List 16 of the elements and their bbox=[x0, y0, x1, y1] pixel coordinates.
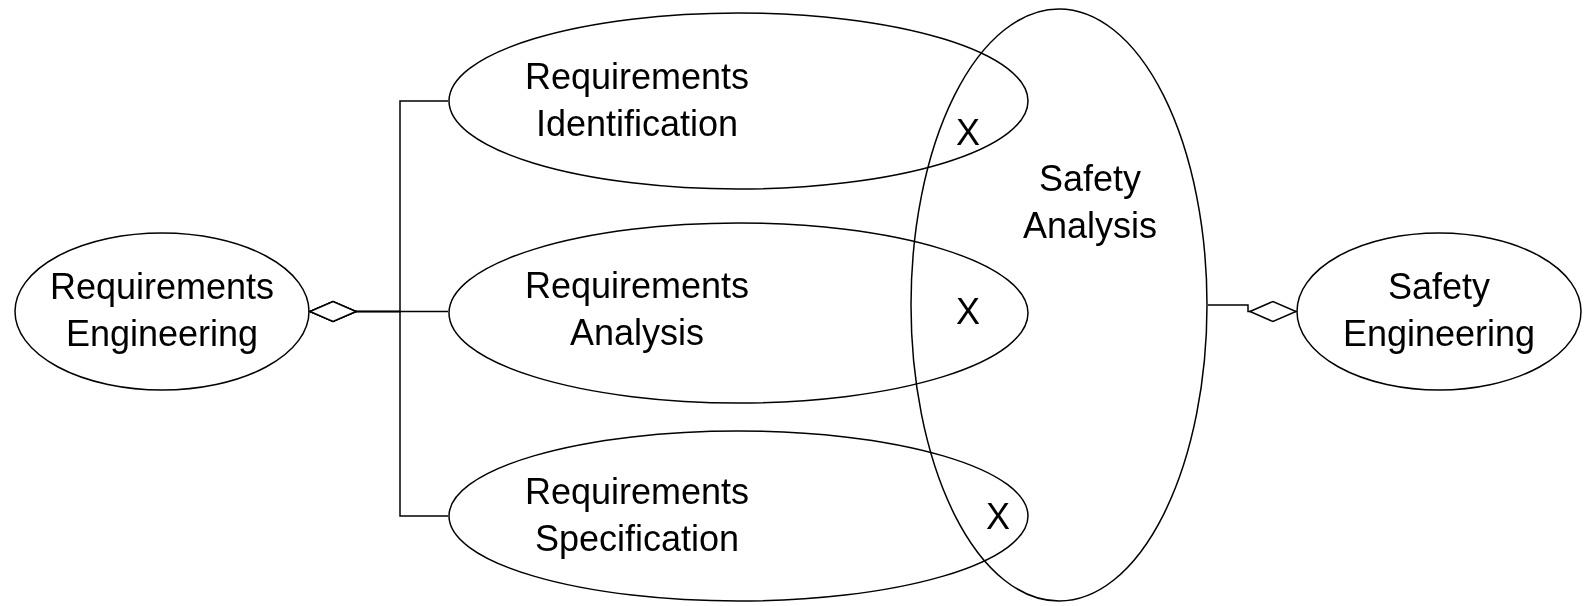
overlap-mark: X bbox=[986, 499, 1010, 535]
ellipse-node bbox=[14, 232, 310, 391]
ellipse-node bbox=[910, 8, 1208, 602]
node-label: Requirements Specification bbox=[524, 470, 750, 561]
aggregation-connector bbox=[1207, 300, 1297, 323]
node-label: Requirements Engineering bbox=[49, 265, 275, 356]
ellipse-node bbox=[1296, 232, 1582, 391]
overlap-mark: X bbox=[956, 115, 980, 151]
ellipse-node bbox=[448, 430, 1029, 602]
aggregation-connector bbox=[309, 300, 449, 517]
node-label: Safety Engineering bbox=[1341, 265, 1537, 356]
node-label: Requirements Identification bbox=[524, 55, 750, 146]
node-label: Requirements Analysis bbox=[524, 264, 750, 355]
node-label: Safety Analysis bbox=[1021, 157, 1159, 248]
ellipse-node bbox=[448, 12, 1029, 190]
overlap-mark: X bbox=[956, 294, 980, 330]
